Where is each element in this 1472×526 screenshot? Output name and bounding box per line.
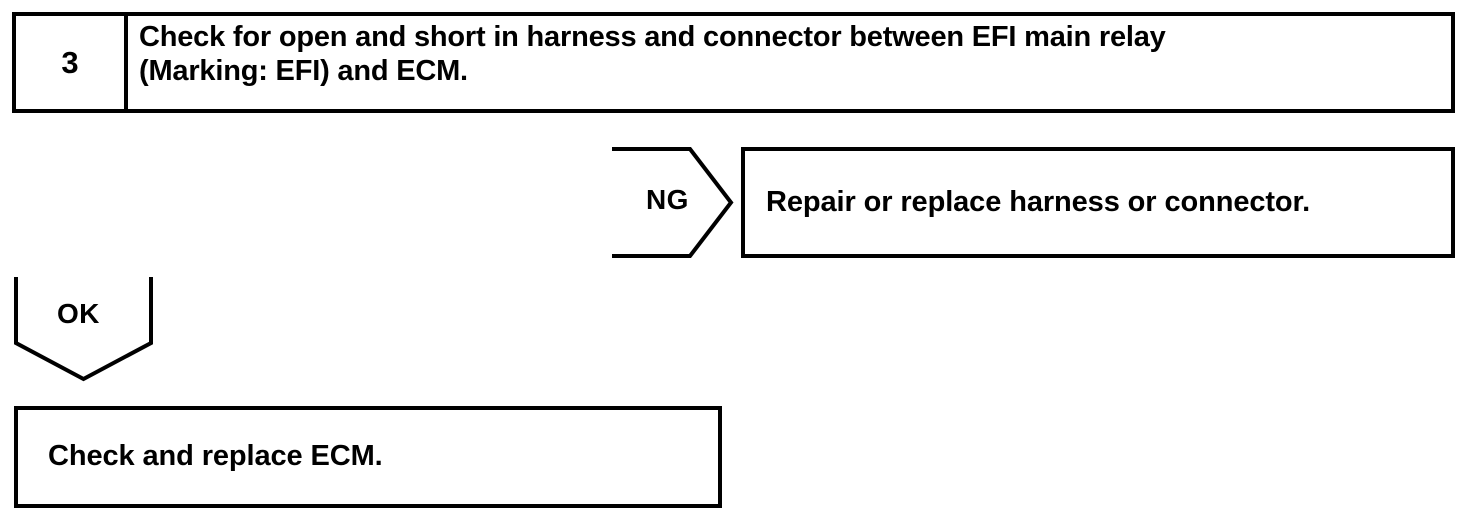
ok-branch-label: OK [57, 298, 100, 329]
ok-arrow-icon [14, 277, 153, 382]
ok-result-text: Check and replace ECM. [48, 440, 383, 473]
step-number-cell: 3 [16, 16, 128, 109]
step-instruction-cell: Check for open and short in harness and … [128, 16, 1451, 109]
step-number: 3 [61, 45, 79, 80]
ng-result-box: Repair or replace harness or connector. [741, 147, 1455, 258]
ng-branch-label: NG [646, 184, 689, 215]
ng-result-text: Repair or replace harness or connector. [766, 185, 1311, 218]
ok-result-box: Check and replace ECM. [14, 406, 722, 508]
ng-arrow-icon [612, 147, 734, 258]
step-instruction-text: Check for open and short in harness and … [139, 21, 1166, 87]
step-row: 3 Check for open and short in harness an… [12, 12, 1455, 113]
